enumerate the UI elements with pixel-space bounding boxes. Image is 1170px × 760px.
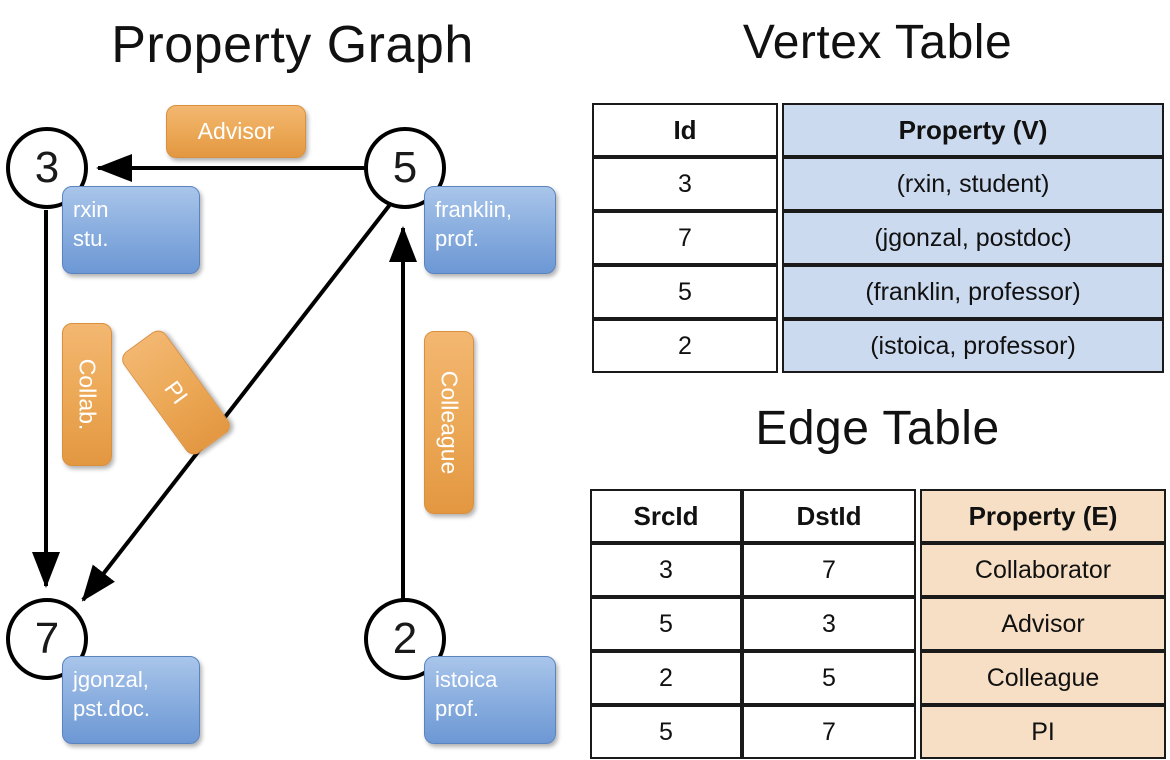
- edge-table-cell-srcid: 2: [590, 651, 742, 705]
- vertex-table-row[interactable]: 7 (jgonzal, postdoc): [592, 211, 1164, 265]
- vertex-table-header-id: Id: [592, 103, 778, 157]
- edge-label-colleague-text: Colleague: [436, 370, 463, 475]
- node-property-line-1: istoica: [435, 667, 498, 692]
- page-title-vertex-table: Vertex Table: [742, 16, 1013, 69]
- graph-node-5-label: 5: [392, 143, 418, 192]
- node-property-line-2: prof.: [435, 226, 480, 251]
- node-property-box-jgonzal: jgonzal, pst.doc.: [62, 656, 200, 744]
- vertex-table-row[interactable]: 2 (istoica, professor): [592, 319, 1164, 373]
- vertex-table-cell-property: (rxin, student): [782, 157, 1164, 211]
- graph-node-2-label: 2: [392, 614, 418, 663]
- node-property-line-1: franklin,: [435, 197, 513, 222]
- vertex-table-cell-property: (franklin, professor): [782, 265, 1164, 319]
- edge-label-advisor-text: Advisor: [197, 118, 275, 144]
- edge-table-cell-property: Colleague: [920, 651, 1166, 705]
- node-property-line-2: pst.doc.: [73, 696, 151, 721]
- edge-label-colleague: Colleague: [424, 331, 474, 514]
- edge-table-cell-srcid: 5: [590, 705, 742, 759]
- edge-table-row[interactable]: 5 3 Advisor: [590, 597, 1166, 651]
- vertex-table-row[interactable]: 3 (rxin, student): [592, 157, 1164, 211]
- node-property-line-1: jgonzal,: [73, 667, 149, 692]
- vertex-table-header-row: Id Property (V): [592, 103, 1164, 157]
- vertex-table: Id Property (V) 3 (rxin, student) 7 (jgo…: [592, 103, 1164, 373]
- edge-table-header-dstid: DstId: [742, 489, 916, 543]
- graph-node-7-label: 7: [34, 614, 60, 663]
- edge-label-collab: Collab.: [62, 323, 112, 466]
- edge-table-cell-dstid: 3: [742, 597, 916, 651]
- edge-label-collab-text: Collab.: [74, 358, 101, 431]
- vertex-table-cell-id: 7: [592, 211, 778, 265]
- node-property-box-istoica: istoica prof.: [424, 656, 556, 744]
- vertex-table-cell-id: 3: [592, 157, 778, 211]
- edge-table-cell-dstid: 7: [742, 705, 916, 759]
- edge-table-row[interactable]: 5 7 PI: [590, 705, 1166, 759]
- node-property-line-2: stu.: [73, 226, 109, 251]
- vertex-table-row[interactable]: 5 (franklin, professor): [592, 265, 1164, 319]
- graph-node-2[interactable]: 2: [364, 598, 446, 680]
- graph-edge-lines: [32, 154, 417, 606]
- edge-table-cell-property: Collaborator: [920, 543, 1166, 597]
- vertex-table-header-property: Property (V): [782, 103, 1164, 157]
- edge-table-row[interactable]: 2 5 Colleague: [590, 651, 1166, 705]
- vertex-table-cell-property: (istoica, professor): [782, 319, 1164, 373]
- edge-label-advisor: Advisor: [166, 105, 306, 158]
- edge-label-pi-text: PI: [159, 375, 194, 409]
- edge-table-cell-property: PI: [920, 705, 1166, 759]
- vertex-table-cell-property: (jgonzal, postdoc): [782, 211, 1164, 265]
- page-title-edge-table: Edge Table: [755, 402, 1000, 455]
- edge-table-header-srcid: SrcId: [590, 489, 742, 543]
- graph-node-5[interactable]: 5: [364, 127, 446, 209]
- vertex-table-cell-id: 2: [592, 319, 778, 373]
- edge-5-to-7: [81, 200, 394, 602]
- edge-table-cell-srcid: 3: [590, 543, 742, 597]
- graph-node-3-label: 3: [34, 143, 60, 192]
- node-property-box-rxin: rxin stu.: [62, 186, 200, 274]
- node-property-line-2: prof.: [435, 696, 480, 721]
- vertex-table-cell-id: 5: [592, 265, 778, 319]
- property-graph-diagram: 3 5 7 2 rxin stu. franklin, prof. jgonza…: [6, 105, 556, 744]
- edge-table-header-row: SrcId DstId Property (E): [590, 489, 1166, 543]
- edge-table-cell-srcid: 5: [590, 597, 742, 651]
- edge-table: SrcId DstId Property (E) 3 7 Collaborato…: [590, 489, 1166, 759]
- edge-table-header-property: Property (E): [920, 489, 1166, 543]
- edge-table-cell-property: Advisor: [920, 597, 1166, 651]
- page-title-property-graph: Property Graph: [111, 16, 474, 74]
- edge-table-cell-dstid: 5: [742, 651, 916, 705]
- edge-table-cell-dstid: 7: [742, 543, 916, 597]
- node-property-line-1: rxin: [73, 197, 109, 222]
- edge-table-row[interactable]: 3 7 Collaborator: [590, 543, 1166, 597]
- node-property-box-franklin: franklin, prof.: [424, 186, 556, 274]
